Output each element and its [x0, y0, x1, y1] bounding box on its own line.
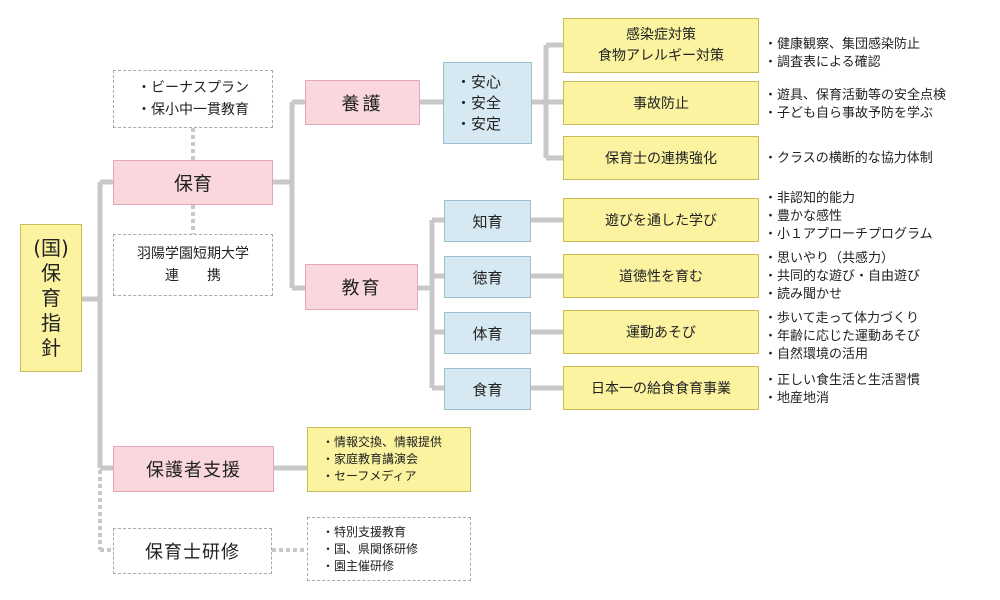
note-line: ・遊具、保育活動等の安全点検 — [764, 88, 947, 103]
yogo-item-accident: 事故防止 — [563, 81, 759, 125]
note-line: ・健康観察、集団感染防止 — [764, 37, 921, 52]
note-line: ・国、県関係研修 — [322, 541, 419, 556]
kyoiku-item-morality: 道徳性を育む — [563, 254, 759, 298]
kyoiku-node: 教育 — [305, 264, 418, 310]
support-node: 保護者支援 — [113, 446, 274, 492]
root-node: (国) 保 育 指 針 — [20, 224, 82, 372]
note-line: ・地産地消 — [764, 391, 830, 406]
yogo-item-label: 事故防止 — [633, 96, 689, 112]
note-line: ・情報交換、情報提供 — [322, 435, 443, 449]
yogo-label: 養護 — [341, 93, 384, 115]
note-line: ・家庭教育講演会 — [322, 452, 419, 466]
training-node: 保育士研修 — [113, 528, 272, 574]
note-line: ・読み聞かせ — [764, 287, 843, 302]
note-line: ・特別支援教育 — [322, 524, 407, 539]
goal-item: ・安心 — [456, 72, 502, 91]
kyoiku-item-label: 日本一の給食食育事業 — [591, 381, 731, 397]
goal-item: ・安全 — [456, 93, 502, 112]
yogo-item-cooperation: 保育士の連携強化 — [563, 136, 759, 180]
category-label: 食育 — [472, 380, 503, 399]
training-notes: ・特別支援教育 ・国、県関係研修 ・園主催研修 — [307, 517, 471, 581]
category-label: 徳育 — [472, 268, 503, 287]
kyoiku-item-play: 遊びを通した学び — [563, 198, 759, 242]
note-line: ・小１アプローチプログラム — [764, 227, 933, 242]
hoiku-top-note: ・ビーナスプラン — [137, 80, 249, 96]
category-shokuiku: 食育 — [444, 368, 531, 410]
hoiku-bottom-note: 連 携 — [165, 268, 221, 284]
category-chiiku: 知育 — [444, 200, 531, 242]
support-notes: ・情報交換、情報提供 ・家庭教育講演会 ・セーフメディア — [307, 427, 471, 492]
kyoiku-item-label: 運動あそび — [626, 325, 696, 341]
yogo-item-infection: 感染症対策 食物アレルギー対策 — [563, 18, 759, 73]
hoiku-top-note: ・保小中一貫教育 — [137, 102, 249, 118]
kyoiku-notes-morality: ・思いやり（共感力） ・共同的な遊び・自由遊び ・読み聞かせ — [764, 250, 920, 304]
kyoiku-item-label: 遊びを通した学び — [605, 213, 717, 229]
yogo-item-label: 感染症対策 — [626, 26, 696, 43]
category-taiiku: 体育 — [444, 312, 531, 354]
kyoiku-label: 教育 — [341, 278, 382, 299]
kyoiku-item-food: 日本一の給食食育事業 — [563, 366, 759, 410]
note-line: ・年齢に応じた運動あそび — [764, 329, 921, 344]
kyoiku-notes-play: ・非認知的能力 ・豊かな感性 ・小１アプローチプログラム — [764, 190, 933, 244]
yogo-notes-accident: ・遊具、保育活動等の安全点検 ・子ども自ら事故予防を学ぶ — [764, 87, 946, 123]
note-line: ・共同的な遊び・自由遊び — [764, 269, 921, 284]
note-line: ・正しい食生活と生活習慣 — [764, 373, 921, 388]
yogo-item-label: 食物アレルギー対策 — [598, 47, 724, 64]
note-line: ・歩いて走って体力づくり — [764, 311, 919, 326]
yogo-goals: ・安心 ・安全 ・安定 — [443, 62, 532, 144]
note-line: ・自然環境の活用 — [764, 347, 869, 362]
yogo-notes-cooperation: ・クラスの横断的な協力体制 — [764, 150, 933, 168]
hoiku-label: 保育 — [173, 173, 212, 195]
note-line: ・豊かな感性 — [764, 209, 843, 224]
root-label: (国) 保 育 指 針 — [33, 235, 69, 360]
note-line: ・園主催研修 — [322, 558, 395, 573]
hoiku-node: 保育 — [113, 160, 273, 205]
kyoiku-item-label: 道徳性を育む — [619, 269, 703, 285]
yogo-notes-infection: ・健康観察、集団感染防止 ・調査表による確認 — [764, 36, 920, 72]
note-line: ・調査表による確認 — [764, 55, 881, 70]
kyoiku-notes-exercise: ・歩いて走って体力づくり ・年齢に応じた運動あそび ・自然環境の活用 — [764, 310, 920, 364]
support-label: 保護者支援 — [146, 460, 241, 481]
goal-item: ・安定 — [456, 114, 502, 133]
hoiku-top-notes: ・ビーナスプラン ・保小中一貫教育 — [113, 70, 273, 128]
yogo-node: 養護 — [305, 80, 420, 125]
note-line: ・セーフメディア — [322, 469, 417, 483]
training-label: 保育士研修 — [145, 542, 240, 563]
note-line: ・思いやり（共感力） — [764, 251, 895, 266]
category-label: 知育 — [472, 212, 503, 231]
category-label: 体育 — [472, 324, 503, 343]
note-line: ・非認知的能力 — [764, 191, 856, 206]
note-line: ・子ども自ら事故予防を学ぶ — [764, 106, 934, 121]
kyoiku-item-exercise: 運動あそび — [563, 310, 759, 354]
kyoiku-notes-food: ・正しい食生活と生活習慣 ・地産地消 — [764, 372, 920, 408]
note-line: ・クラスの横断的な協力体制 — [764, 151, 933, 166]
yogo-item-label: 保育士の連携強化 — [605, 151, 717, 167]
category-tokuiku: 徳育 — [444, 256, 531, 298]
hoiku-bottom-note: 羽陽学園短期大学 — [137, 246, 249, 262]
hoiku-bottom-notes: 羽陽学園短期大学 連 携 — [113, 234, 273, 296]
